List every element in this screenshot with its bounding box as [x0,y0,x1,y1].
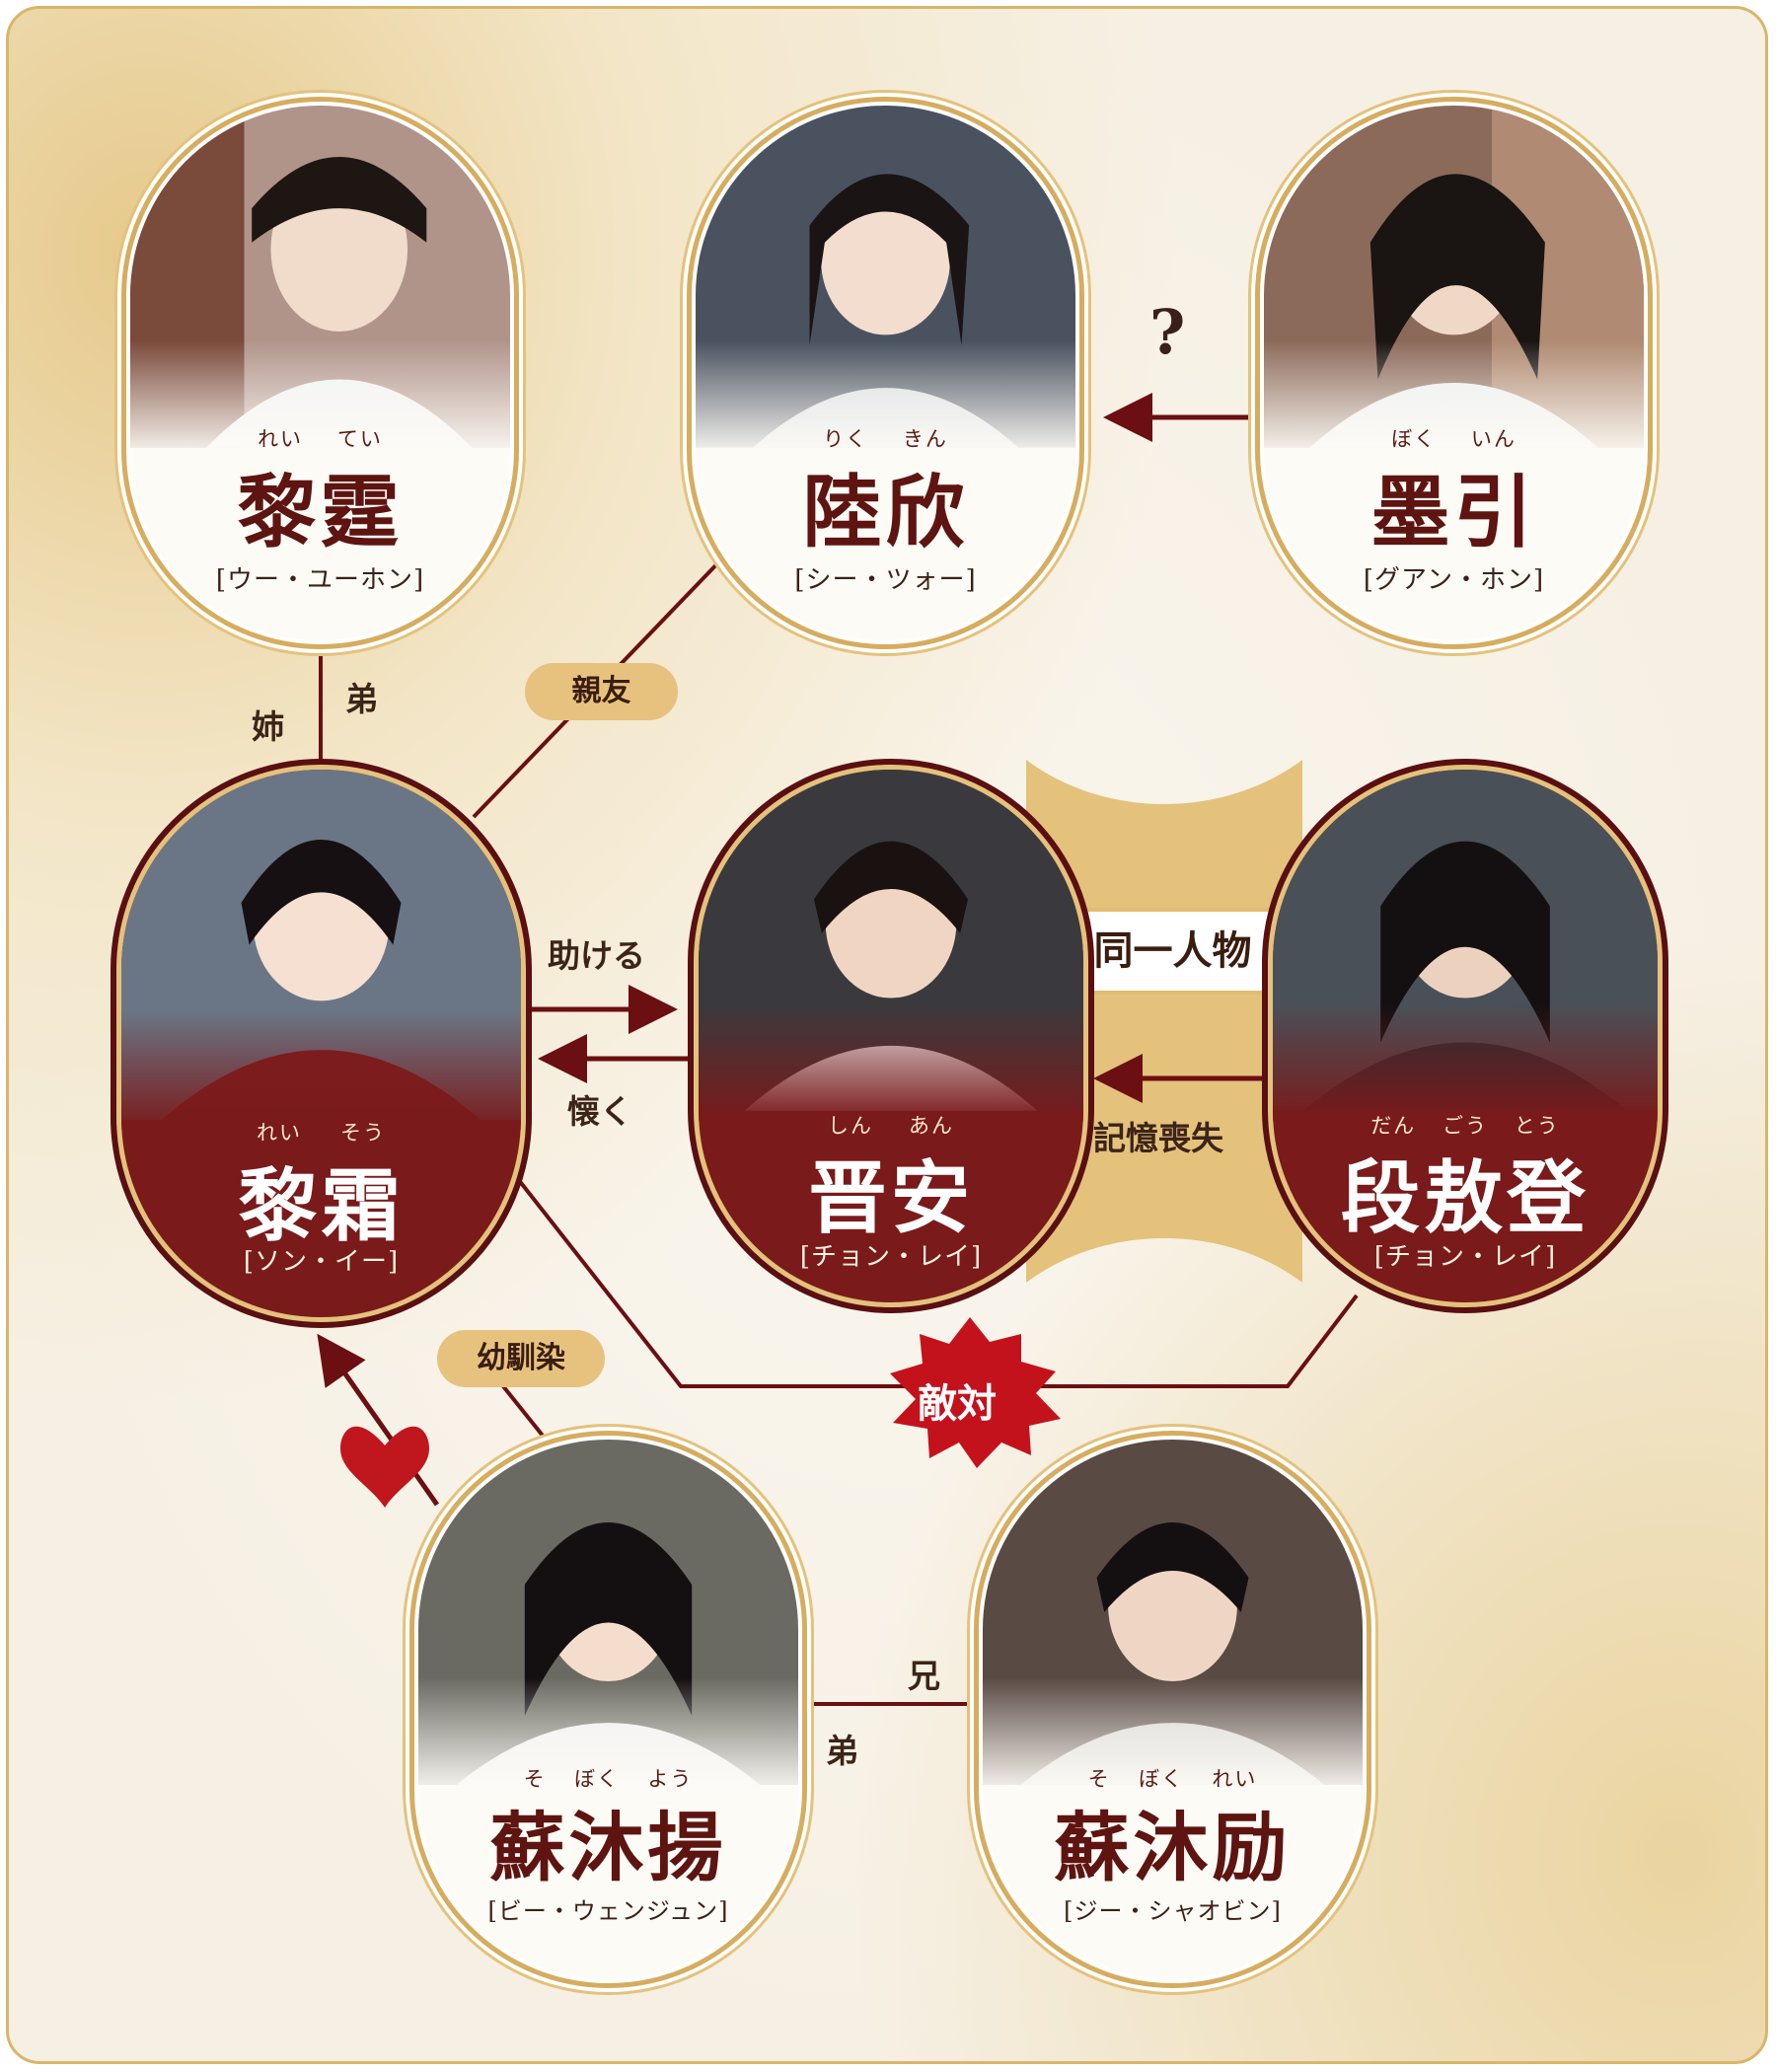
name-reisou: 黎霜 [238,1159,405,1252]
character-card-dangoutou[interactable]: だんごうとう 段敖登 [チョン・レイ] [1268,765,1663,1307]
younger-brother-label-2: 弟 [826,1732,858,1770]
rival-badge [890,1317,1061,1468]
ruby-leitei: れいてい [258,427,383,451]
character-card-sobokuyou[interactable]: そぼくよう 蘇沐揚 [ビー・ウェンジュン] [414,1436,802,1983]
character-card-rikukin[interactable]: りくきん 陸欣 [シー・ツォー] [692,102,1079,644]
best-friend-badge: 親友 [525,663,678,720]
character-card-reisou[interactable]: れいそう 黎霜 [ソン・イー] [116,765,526,1322]
helps-label: 助ける [548,936,645,975]
elder-brother-label: 兄 [908,1657,940,1695]
elder-sister-label: 姉 [252,707,284,746]
actor-dangoutou: [チョン・レイ] [1373,1242,1557,1272]
childhood-friend-badge: 幼馴染 [437,1330,605,1387]
question-label: ? [1149,296,1186,368]
character-card-sobokurei[interactable]: そぼくれい 蘇沐励 [ジー・シャオビン] [979,1436,1367,1983]
ruby-dangoutou: だんごうとう [1370,1114,1560,1138]
memory-loss-label: 記憶喪失 [1093,1119,1223,1157]
attached-label: 懐く [567,1092,632,1131]
actor-bokuin: [グアン・ホン] [1363,565,1545,595]
ruby-reisou: れいそう [256,1121,387,1145]
ruby-shinan: しんあん [828,1114,954,1138]
actor-sobokurei: [ジー・シャオビン] [1064,1897,1282,1925]
younger-brother-label: 弟 [345,680,378,718]
name-sobokurei: 蘇沐励 [1054,1804,1292,1891]
actor-leitei: [ウー・ユーホン] [215,565,425,595]
name-bokuin: 墨引 [1370,466,1537,558]
ruby-rikukin: りくきん [823,427,948,451]
name-shinan: 晋安 [808,1151,974,1244]
line-childhood-friend [501,1384,545,1438]
name-dangoutou: 段敖登 [1341,1151,1590,1244]
actor-rikukin: [シー・ツォー] [794,565,977,595]
actor-reisou: [ソン・イー] [243,1247,400,1277]
name-sobokuyou: 蘇沐揚 [489,1804,727,1891]
ruby-bokuin: ぼくいん [1391,427,1517,451]
character-card-shinan[interactable]: しんあん 晋安 [チョン・レイ] [694,765,1088,1307]
rival-label: 敵対 [918,1380,997,1427]
name-leitei: 黎霆 [237,466,404,558]
heart-icon [340,1426,429,1508]
character-card-bokuin[interactable]: ぼくいん 墨引 [グアン・ホン] [1260,102,1648,644]
ruby-sobokuyou: そぼくよう [523,1767,694,1791]
actor-sobokuyou: [ビー・ウェンジュン] [487,1897,729,1925]
name-rikukin: 陸欣 [802,466,969,558]
same-person-band [1026,760,1302,1283]
character-card-leitei[interactable]: れいてい 黎霆 [ウー・ユーホン] [126,102,514,644]
ruby-sobokurei: そぼくれい [1087,1767,1258,1791]
actor-shinan: [チョン・レイ] [799,1242,983,1272]
